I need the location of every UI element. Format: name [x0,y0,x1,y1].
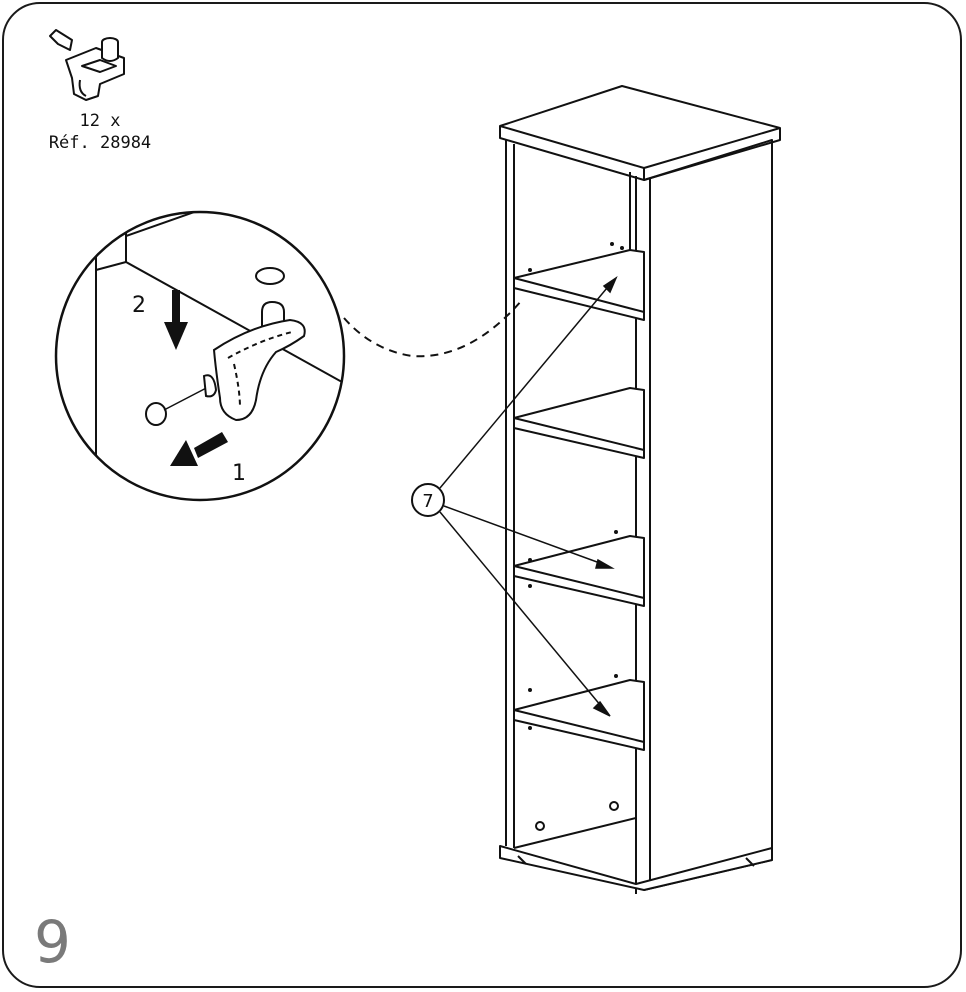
bookcase [499,85,781,894]
part-quantity: 12 x [80,111,121,131]
shelf-support-icon [49,29,125,101]
arrow-left-icon [170,432,228,466]
shelf [513,387,645,459]
part-reference: Réf. 28984 [49,133,151,153]
arrow-down-icon [164,290,188,350]
shelf [513,249,645,321]
shelf [513,535,645,607]
callout-7: 7 [411,275,618,717]
detail-leader-line [343,299,523,358]
callout-label: 7 [422,491,433,512]
detail-magnifier: 2 1 [54,210,346,502]
shelf [513,679,645,751]
step-number: 9 [34,908,71,976]
step-label-2: 2 [132,293,146,318]
shelf-peg [202,300,306,422]
step-label-1: 1 [232,461,246,486]
